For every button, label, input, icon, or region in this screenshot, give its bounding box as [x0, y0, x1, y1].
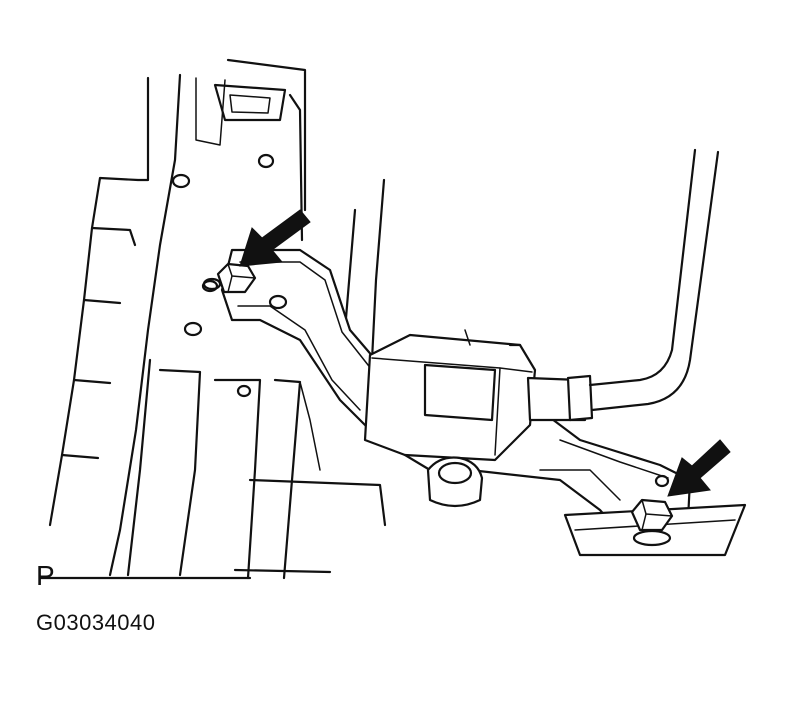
- bolt-upper-left: [202, 262, 257, 294]
- view-label: P: [36, 560, 55, 591]
- arrow-upper-left-icon: [239, 209, 311, 267]
- arrow-lower-right-icon: [667, 439, 731, 497]
- sensor-module: [363, 329, 594, 508]
- bolt-lower-right: [630, 498, 674, 547]
- wire-harness: [588, 148, 720, 412]
- figure-code: G03034040: [36, 610, 156, 635]
- body-frame: [38, 58, 387, 580]
